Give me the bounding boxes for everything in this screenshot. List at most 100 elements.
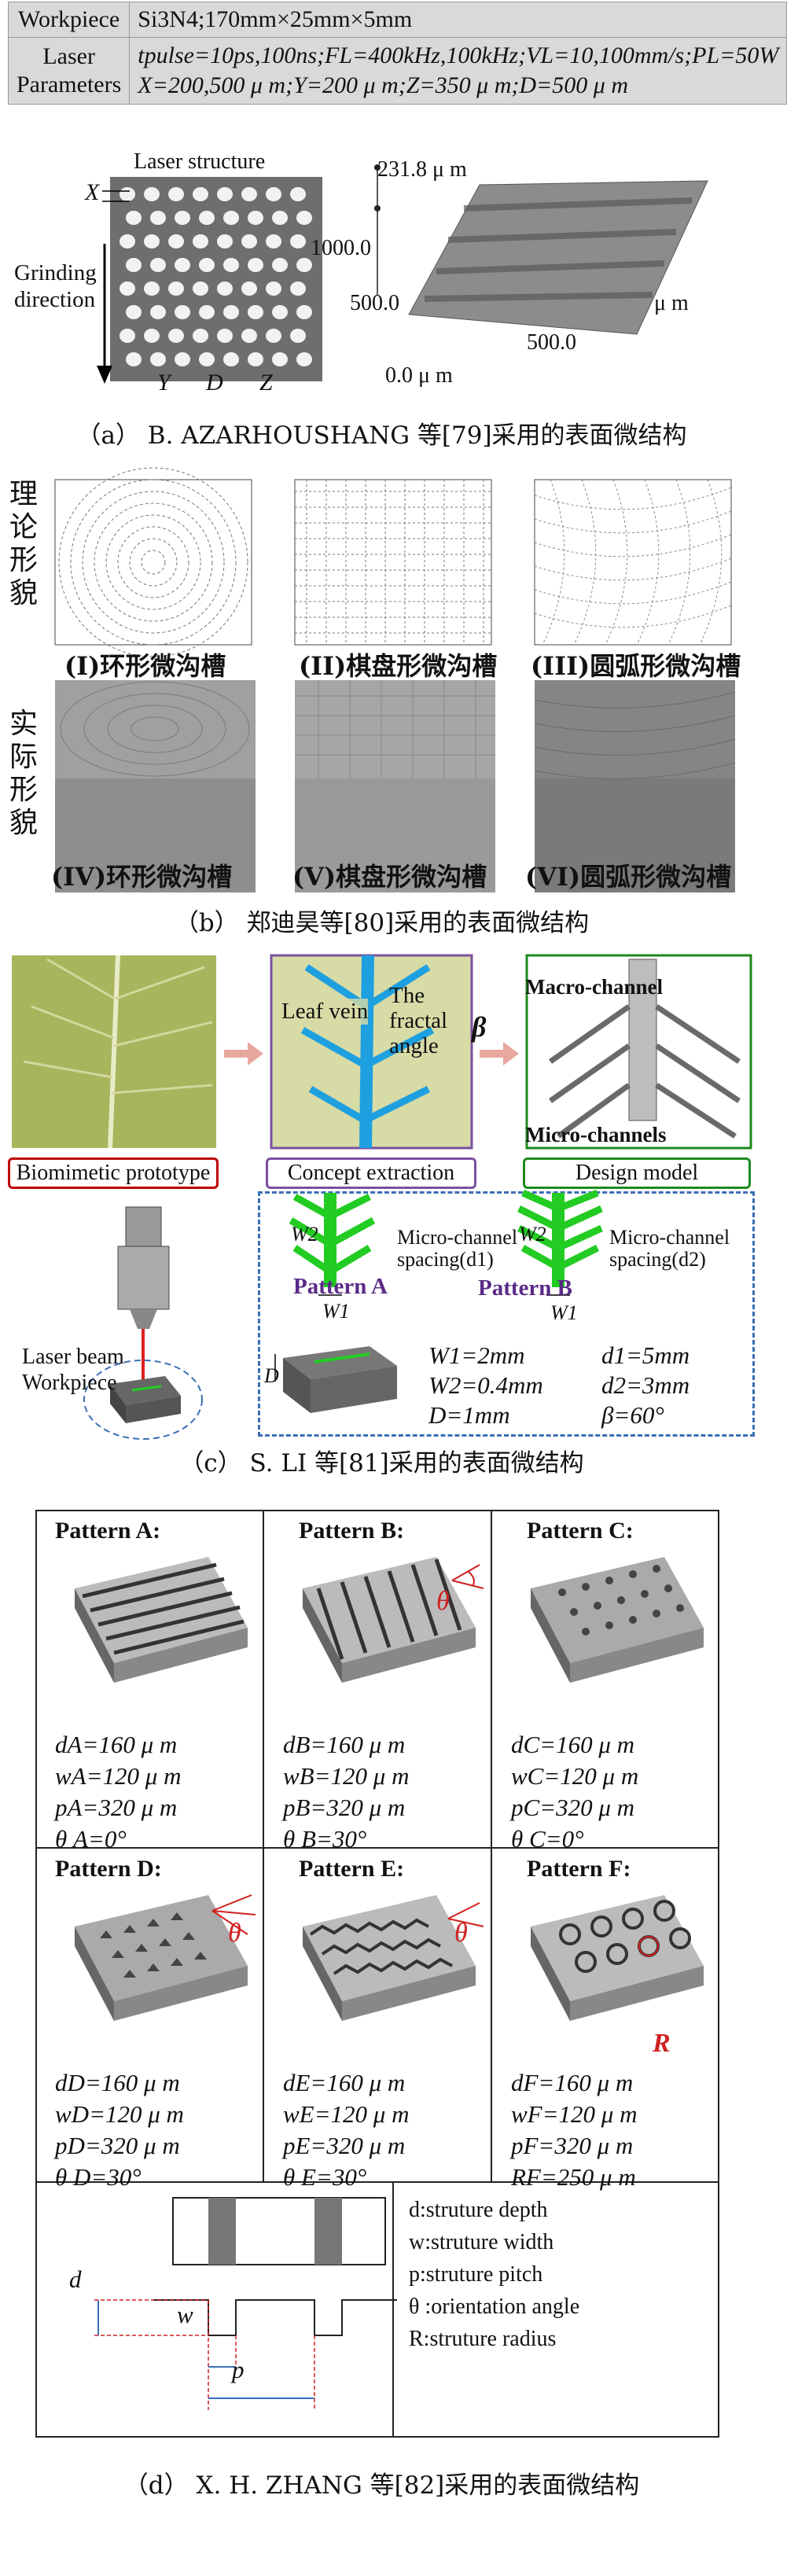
def-orientation: θ :orientation angle: [409, 2294, 580, 2319]
schematic-p-label: p: [232, 2356, 245, 2383]
laser-dot: [168, 187, 184, 201]
caption-b: （b） 郑迪昊等[80]采用的表面微结构: [174, 909, 590, 937]
laser-dot: [150, 211, 166, 225]
pattern-a-title: Pattern A:: [55, 1518, 161, 1544]
design-model-box: Design model: [523, 1157, 751, 1189]
laser-dot: [144, 187, 160, 201]
pattern-param-line: pB=320 μ m: [283, 1794, 406, 1821]
laser-dot: [217, 282, 233, 296]
laser-dot: [150, 305, 166, 319]
pattern-param-line: dA=160 μ m: [55, 1731, 178, 1758]
w1-label-a: W1: [322, 1300, 350, 1323]
laser-dot: [126, 211, 142, 225]
laser-dot: [272, 305, 288, 319]
workpiece-label-c: Workpiece: [22, 1371, 117, 1395]
mc-spacing-1-label: Micro-channel spacing(d1): [397, 1226, 518, 1271]
laser-beam-label: Laser beam: [22, 1345, 124, 1369]
laser-dot: [120, 282, 135, 296]
param-d1: d1=5mm: [601, 1341, 690, 1369]
laser-parameters-line2: X=200,500 μ m;Y=200 μ m;Z=350 μ m;D=500 …: [138, 72, 628, 98]
laser-dot: [296, 211, 312, 225]
laser-dot: [241, 234, 257, 248]
laser-dot: [296, 352, 312, 366]
z-dimension-label: Z: [259, 370, 273, 396]
pattern-param-line: pA=320 μ m: [55, 1794, 178, 1821]
pattern-d-title: Pattern D:: [55, 1856, 162, 1882]
schematic-w-label: w: [177, 2301, 193, 2328]
laser-dot: [193, 282, 208, 296]
laser-dot: [266, 329, 281, 343]
mc-spacing-2-label: Micro-channel spacing(d2): [609, 1226, 730, 1271]
surface-500-bottom-label: 500.0: [527, 330, 576, 355]
pattern-a-block: [75, 1557, 248, 1683]
pattern-param-line: wC=120 μ m: [511, 1762, 639, 1790]
def-pitch: p:struture pitch: [409, 2262, 543, 2287]
pattern-param-line: θ C=0°: [511, 1825, 584, 1853]
laser-dot: [272, 352, 288, 366]
label-checker-actual: (V)棋盘形微沟槽: [292, 862, 487, 892]
laser-dot: [168, 282, 184, 296]
laser-dot: [193, 234, 208, 248]
actual-arcs-block: [534, 680, 736, 892]
laser-dot: [223, 352, 239, 366]
pattern-b-label: Pattern B: [478, 1275, 572, 1301]
pattern-param-line: RF=250 μ m: [511, 2163, 636, 2191]
laser-dot: [126, 258, 142, 272]
caption-c: （c） S. LI 等[81]采用的表面微结构: [179, 1449, 584, 1478]
structure-schematic: [94, 2197, 397, 2410]
pattern-e-title: Pattern E:: [299, 1856, 405, 1882]
workpiece-label: Workpiece: [7, 2, 131, 38]
concept-top-row: [12, 954, 752, 1150]
schematic-d-label: d: [69, 2265, 82, 2293]
micro-channels-label: Micro-channels: [525, 1123, 667, 1146]
side-label-theoretical: 理论形貌: [9, 478, 39, 609]
param-d2: d2=3mm: [601, 1371, 690, 1399]
pattern-param-line: dD=160 μ m: [55, 2069, 180, 2096]
pattern-d-block: [75, 1894, 256, 2021]
laser-dot: [248, 258, 263, 272]
param-beta: β=60°: [601, 1401, 664, 1429]
laser-parameters-label: Laser Parameters: [7, 37, 131, 105]
pattern-param-line: wF=120 μ m: [511, 2100, 638, 2128]
def-width: w:struture width: [409, 2230, 554, 2254]
label-circular-actual: (IV)环形微沟槽: [51, 862, 233, 892]
leaf-vein-label: Leaf vein: [281, 999, 369, 1025]
laser-dot: [175, 258, 190, 272]
x-marker-lines: [102, 190, 130, 202]
caption-a: （a） B. AZARHOUSHANG 等[79]采用的表面微结构: [76, 421, 687, 450]
concept-extraction-box: Concept extraction: [266, 1157, 476, 1189]
surface-0-bottom-label: 0.0 μ m: [385, 363, 453, 388]
laser-dot: [290, 282, 306, 296]
pattern-b-block: [303, 1557, 484, 1683]
w2-label-b: W2: [519, 1223, 546, 1246]
laser-dot: [144, 282, 160, 296]
laser-dot: [290, 329, 306, 343]
surface-patterns-figure: [54, 467, 736, 892]
laser-dot: [193, 329, 208, 343]
w1-label-b: W1: [550, 1301, 578, 1324]
pattern-param-line: dB=160 μ m: [283, 1731, 406, 1758]
grinding-direction-arrow: [97, 244, 112, 384]
pattern-b-title: Pattern B:: [299, 1518, 405, 1544]
actual-checker-block: [295, 680, 495, 892]
w2-label-a: W2: [291, 1223, 318, 1246]
actual-circular-block: [55, 680, 256, 892]
grinding-direction-label: Grinding direction: [14, 260, 97, 312]
laser-dot: [248, 211, 263, 225]
laser-parameters-table: Workpiece Si3N4;170mm×25mm×5mm Laser Par…: [7, 2, 787, 105]
theory-arcs: [534, 479, 732, 646]
laser-dot: [217, 329, 233, 343]
def-radius: R:struture radius: [409, 2327, 557, 2351]
laser-dot: [126, 352, 142, 366]
pattern-param-line: dE=160 μ m: [283, 2069, 406, 2096]
pattern-param-line: wA=120 μ m: [55, 1762, 182, 1790]
pattern-param-line: θ D=30°: [55, 2163, 142, 2191]
laser-dot: [266, 282, 281, 296]
laser-dot: [168, 234, 184, 248]
laser-dot: [217, 187, 233, 201]
laser-dot: [223, 258, 239, 272]
pattern-param-line: pE=320 μ m: [283, 2132, 406, 2159]
laser-dot: [272, 258, 288, 272]
laser-dot: [266, 234, 281, 248]
label-arcs-theory: (III)圆弧形微沟槽: [531, 651, 741, 681]
